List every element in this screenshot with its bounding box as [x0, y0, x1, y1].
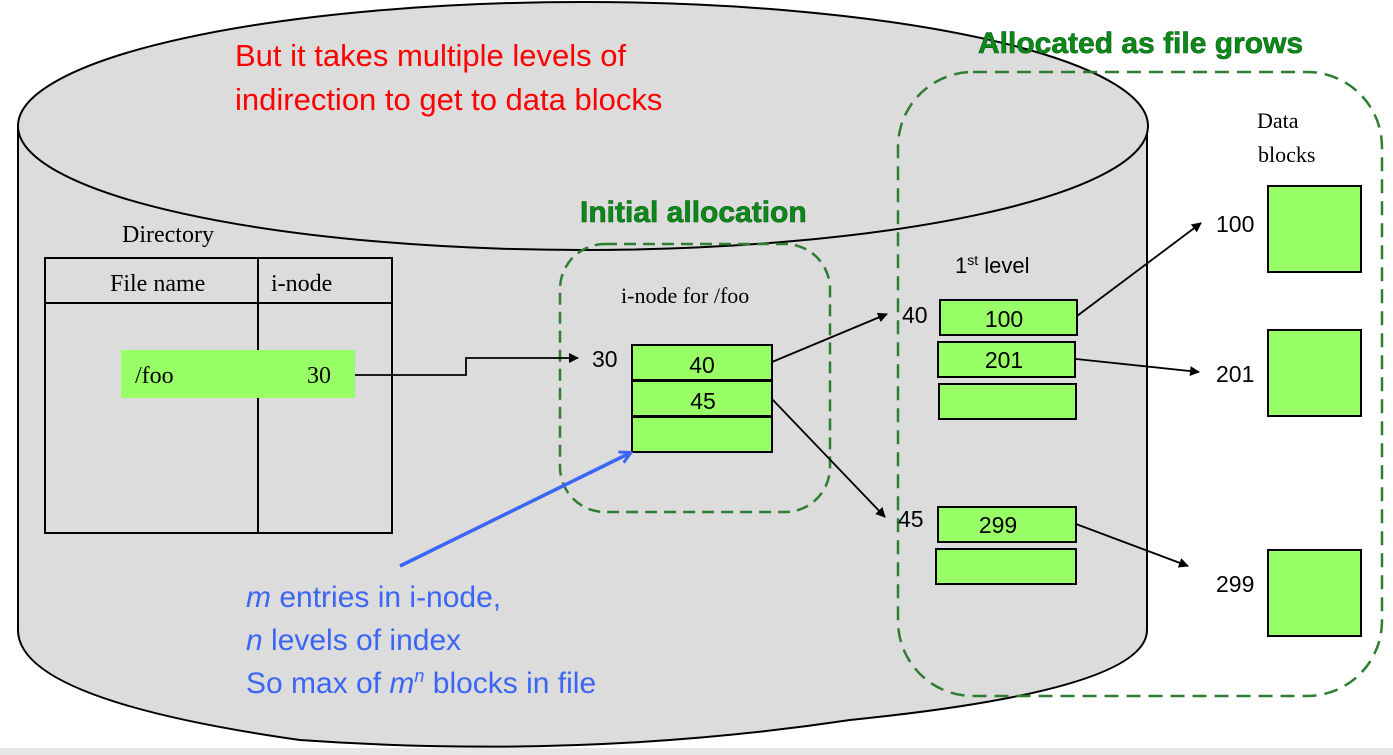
column-header-file-name: File name	[110, 271, 205, 297]
directory-table	[44, 257, 393, 534]
note-line-3: So max of mn blocks in file	[246, 666, 596, 700]
data-block-201[interactable]	[1267, 329, 1362, 417]
note-line-1: m entries in i-node,	[246, 581, 501, 614]
note-line-2: n levels of index	[246, 624, 461, 657]
level1-45-entry-0[interactable]	[937, 506, 1077, 543]
data-blocks-label-line-2: blocks	[1258, 142, 1315, 167]
arrow-dir-to-inode	[355, 353, 579, 376]
inode-for-label: i-node for /foo	[621, 283, 749, 308]
arrow-inode45-to-level1	[771, 398, 886, 518]
data-block-100-label: 100	[1216, 211, 1254, 237]
level1-45-entry-0-value: 299	[979, 512, 1017, 538]
level1-40-entry-1[interactable]	[937, 341, 1076, 378]
directory-cell-inode: 30	[307, 363, 331, 389]
arrow-annotation	[399, 453, 630, 568]
arrow-201-to-data	[1075, 358, 1200, 377]
directory-row-highlight[interactable]	[121, 350, 355, 398]
arrow-inode40-to-level1	[771, 312, 888, 363]
data-block-100[interactable]	[1267, 185, 1362, 273]
initial-allocation-outline	[558, 242, 832, 514]
level1-45-entry-1[interactable]	[935, 548, 1077, 585]
level1-40-entry-1-value: 201	[985, 347, 1023, 373]
inode-entry-0[interactable]	[631, 344, 773, 381]
data-blocks	[1267, 185, 1362, 637]
data-block-299-label: 299	[1216, 571, 1254, 597]
title-line-1: But it takes multiple levels of	[235, 38, 627, 73]
level1-40-entry-2[interactable]	[938, 383, 1077, 420]
bottom-strip	[0, 748, 1393, 755]
level1-40-entry-0-value: 100	[985, 306, 1023, 332]
column-header-inode: i-node	[271, 271, 332, 297]
inode-blocks	[631, 344, 773, 453]
inode-entry-2[interactable]	[631, 416, 773, 453]
data-blocks-label-line-1: Data	[1257, 108, 1299, 133]
arrow-100-to-data	[1076, 222, 1202, 317]
level1-40-entry-0[interactable]	[939, 299, 1078, 336]
first-level-label: 1st level	[955, 252, 1030, 278]
data-block-299[interactable]	[1267, 549, 1362, 637]
level1-block-40-label: 40	[902, 302, 928, 328]
inode-entry-1-value: 45	[690, 388, 716, 414]
initial-allocation-label: Initial allocation	[580, 196, 807, 229]
inode-number-label: 30	[592, 346, 618, 372]
inode-entry-0-value: 40	[689, 352, 715, 378]
directory-label: Directory	[122, 222, 214, 248]
data-block-201-label: 201	[1216, 361, 1254, 387]
allocated-as-file-grows-label: Allocated as file grows	[978, 27, 1303, 60]
title-line-2: indirection to get to data blocks	[235, 82, 662, 117]
allocated-region-outline	[896, 70, 1384, 698]
arrow-299-to-data	[1075, 523, 1189, 568]
directory-cell-file-name: /foo	[135, 363, 174, 389]
first-level-blocks	[935, 299, 1078, 585]
level1-block-45-label: 45	[898, 506, 924, 532]
disk-cylinder-body	[17, 125, 1148, 748]
